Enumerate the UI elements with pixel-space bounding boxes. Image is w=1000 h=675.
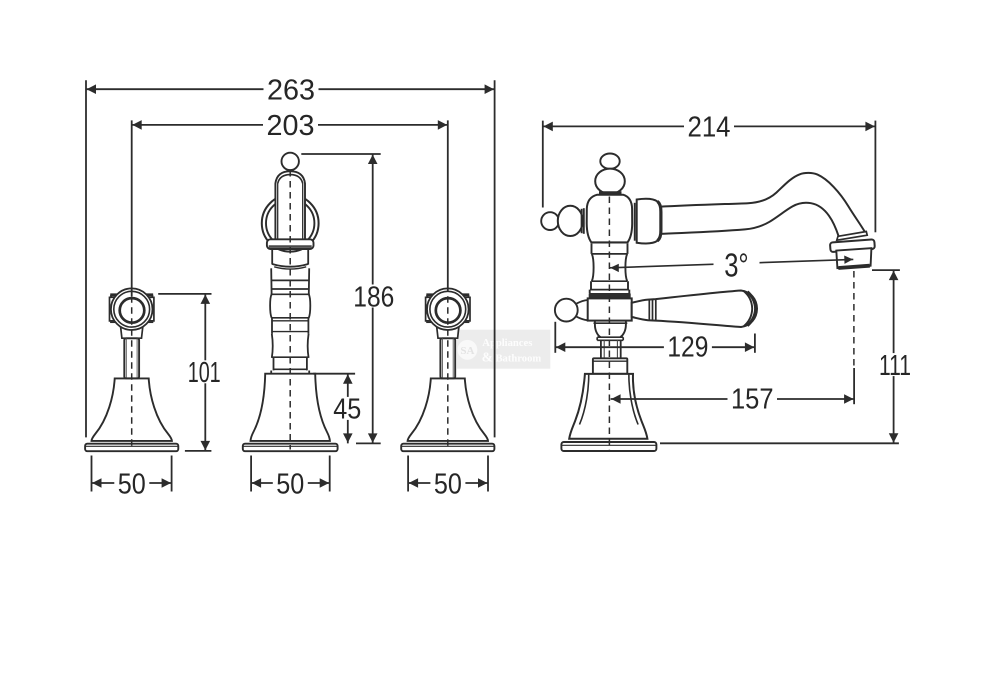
svg-text:& Bathroom: & Bathroom bbox=[482, 349, 542, 364]
svg-text:45: 45 bbox=[333, 394, 361, 426]
svg-text:203: 203 bbox=[267, 110, 315, 142]
svg-text:101: 101 bbox=[188, 357, 221, 389]
svg-text:Appliances: Appliances bbox=[482, 338, 532, 349]
svg-text:SA: SA bbox=[460, 345, 474, 357]
svg-text:263: 263 bbox=[267, 75, 315, 107]
svg-text:111: 111 bbox=[879, 350, 911, 382]
svg-text:50: 50 bbox=[118, 468, 146, 500]
svg-text:214: 214 bbox=[688, 112, 731, 144]
svg-text:50: 50 bbox=[276, 468, 304, 500]
svg-text:3°: 3° bbox=[724, 246, 749, 283]
svg-text:186: 186 bbox=[353, 281, 394, 313]
svg-text:129: 129 bbox=[667, 332, 708, 364]
svg-text:157: 157 bbox=[731, 384, 774, 416]
svg-text:50: 50 bbox=[434, 468, 462, 500]
